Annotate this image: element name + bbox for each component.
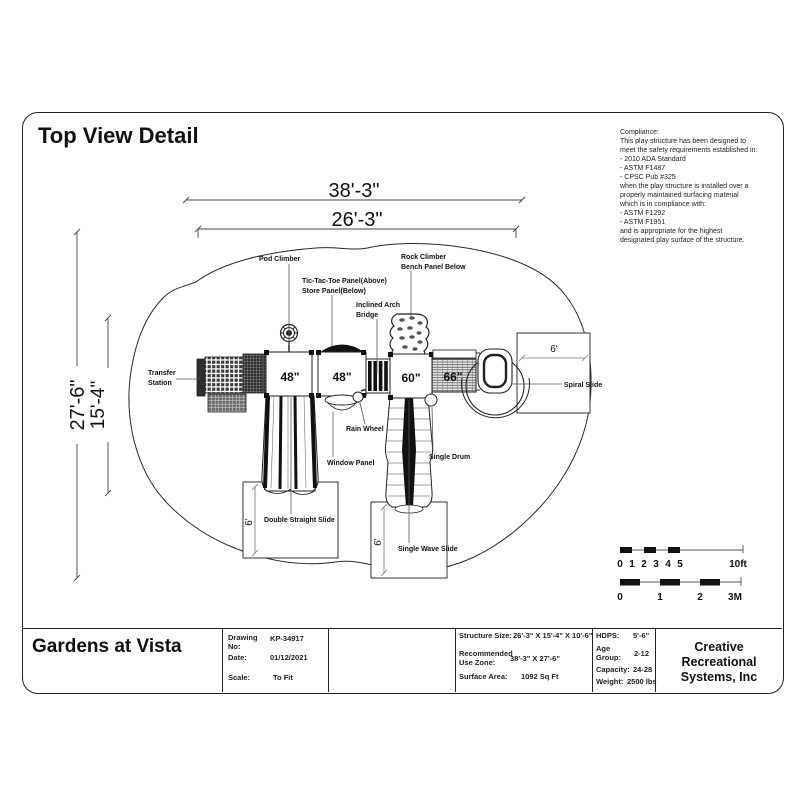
surface-area-label: Surface Area:: [459, 672, 508, 681]
weight-label: Weight:: [596, 677, 624, 686]
double-straight-slide: [261, 395, 319, 495]
use-zone-value: 38'-3" X 27'-6": [510, 654, 560, 663]
scale-m-end: 3M: [728, 592, 742, 603]
inclined-arch-bridge: [365, 358, 391, 394]
dim-structure-width-text: 26'-3": [332, 209, 383, 231]
date-label: Date:: [228, 653, 247, 662]
scale-bar-meters: 0 1 2 3M: [617, 577, 742, 603]
scale-ft-4: 4: [665, 559, 671, 570]
label-transfer-1: Transfer: [148, 370, 176, 377]
label-pod-climber: Pod Climber: [259, 256, 301, 263]
scale-ft-2: 2: [641, 559, 647, 570]
capacity-value: 24-28: [633, 665, 653, 674]
use-zone-label: Recommended Use Zone:: [459, 649, 513, 667]
scale-ft-end: 10ft: [729, 559, 747, 570]
capacity-label: Capacity:: [596, 665, 630, 674]
title-block-vline-4: [592, 628, 593, 692]
deck2-height-label: 48": [332, 370, 351, 384]
surface-area-value: 1092 Sq Ft: [521, 672, 559, 681]
tic-tac-toe-panel-dome: [320, 344, 364, 352]
title-block-vline-1: [222, 628, 223, 692]
title-block-divider: [22, 628, 782, 629]
spiral-slide: [461, 348, 530, 419]
dim-structure-width: [194, 225, 520, 238]
dim-use-zone-width: [182, 196, 526, 204]
label-single-drum: Single Drum: [429, 454, 470, 461]
drawing-no-value: KP-34917: [270, 634, 304, 643]
label-inclined-arch-2: Bridge: [356, 312, 378, 319]
page-title: Top View Detail: [38, 123, 199, 148]
scale-bar-feet: 0 1 2 3 4 5 10ft: [617, 545, 748, 570]
scale-m-0: 0: [617, 592, 623, 603]
project-name: Gardens at Vista: [32, 636, 182, 657]
scale-m-2: 2: [697, 592, 703, 603]
dim-structure-depth: [104, 314, 112, 497]
compliance-note: Compliance: This play structure has been…: [620, 129, 758, 244]
rock-climber: [389, 313, 430, 362]
deck3-height-label: 60": [401, 371, 420, 385]
leader-lines: [176, 264, 562, 543]
dim-use-zone-width-text: 38'-3": [329, 180, 380, 202]
scale-ft-0: 0: [617, 559, 623, 570]
label-tic-tac-toe-1: Tic-Tac-Toe Panel(Above): [302, 278, 387, 285]
scale-ft-1: 1: [629, 559, 635, 570]
scale-m-1: 1: [657, 592, 663, 603]
age-label: Age Group:: [596, 644, 621, 662]
scale-ft-3: 3: [653, 559, 659, 570]
label-rock-climber-1: Rock Climber: [401, 254, 446, 261]
dim-use-zone-depth-text: 27'-6": [67, 380, 89, 431]
label-single-wave-slide: Single Wave Slide: [398, 546, 458, 553]
deck-48-b: [316, 350, 367, 398]
ramp-66: [431, 349, 477, 393]
structure-size-value: 26'-3" X 15'-4" X 10'-6": [513, 631, 593, 640]
spiral-slide-use-zone-box: [516, 332, 591, 414]
dim-use-zone-depth: [73, 228, 81, 582]
dim-structure-depth-text: 15'-4": [88, 381, 109, 429]
date-value: 01/12/2021: [270, 653, 308, 662]
label-transfer-2: Station: [148, 380, 172, 387]
scale-ft-5: 5: [677, 559, 683, 570]
drawing-no-label: Drawing No:: [228, 633, 258, 651]
label-inclined-arch-1: Inclined Arch: [356, 302, 400, 309]
label-double-straight-slide: Double Straight Slide: [264, 517, 335, 524]
double-slide-use-zone-box: [242, 481, 339, 559]
age-value: 2-12: [634, 649, 650, 658]
scale-label: Scale:: [228, 673, 251, 682]
deck-60: [388, 352, 434, 400]
hdps-value: 5'-6": [633, 631, 650, 640]
dim-wave-slide-zone: 6': [373, 538, 384, 546]
deck-48-a: [264, 350, 314, 398]
company-name: Creative Recreational Systems, Inc: [680, 640, 758, 684]
deck1-height-label: 48": [280, 370, 299, 384]
weight-value: 2500 lbs: [627, 677, 657, 686]
label-window-panel: Window Panel: [327, 460, 374, 467]
top-view-drawing: 38'-3" 26'-3" 27'-6" 15'-4": [67, 180, 748, 603]
ramp-height-label: 66": [443, 370, 462, 384]
hdps-label: HDPS:: [596, 631, 620, 640]
label-rock-climber-2: Bench Panel Below: [401, 264, 466, 271]
structure-size-label: Structure Size:: [459, 631, 512, 640]
title-block-vline-3: [455, 628, 456, 692]
label-rain-wheel: Rain Wheel: [346, 426, 384, 433]
scale-value: To Fit: [273, 673, 293, 682]
dim-double-slide-zone: 6': [244, 518, 255, 526]
single-drum: [424, 393, 438, 407]
dim-spiral-slide-zone: 6': [550, 344, 558, 355]
label-tic-tac-toe-2: Store Panel(Below): [302, 288, 366, 295]
title-block-vline-2: [328, 628, 329, 692]
title-block-vline-5: [655, 628, 656, 692]
label-spiral-slide: Spiral Slide: [564, 382, 602, 389]
